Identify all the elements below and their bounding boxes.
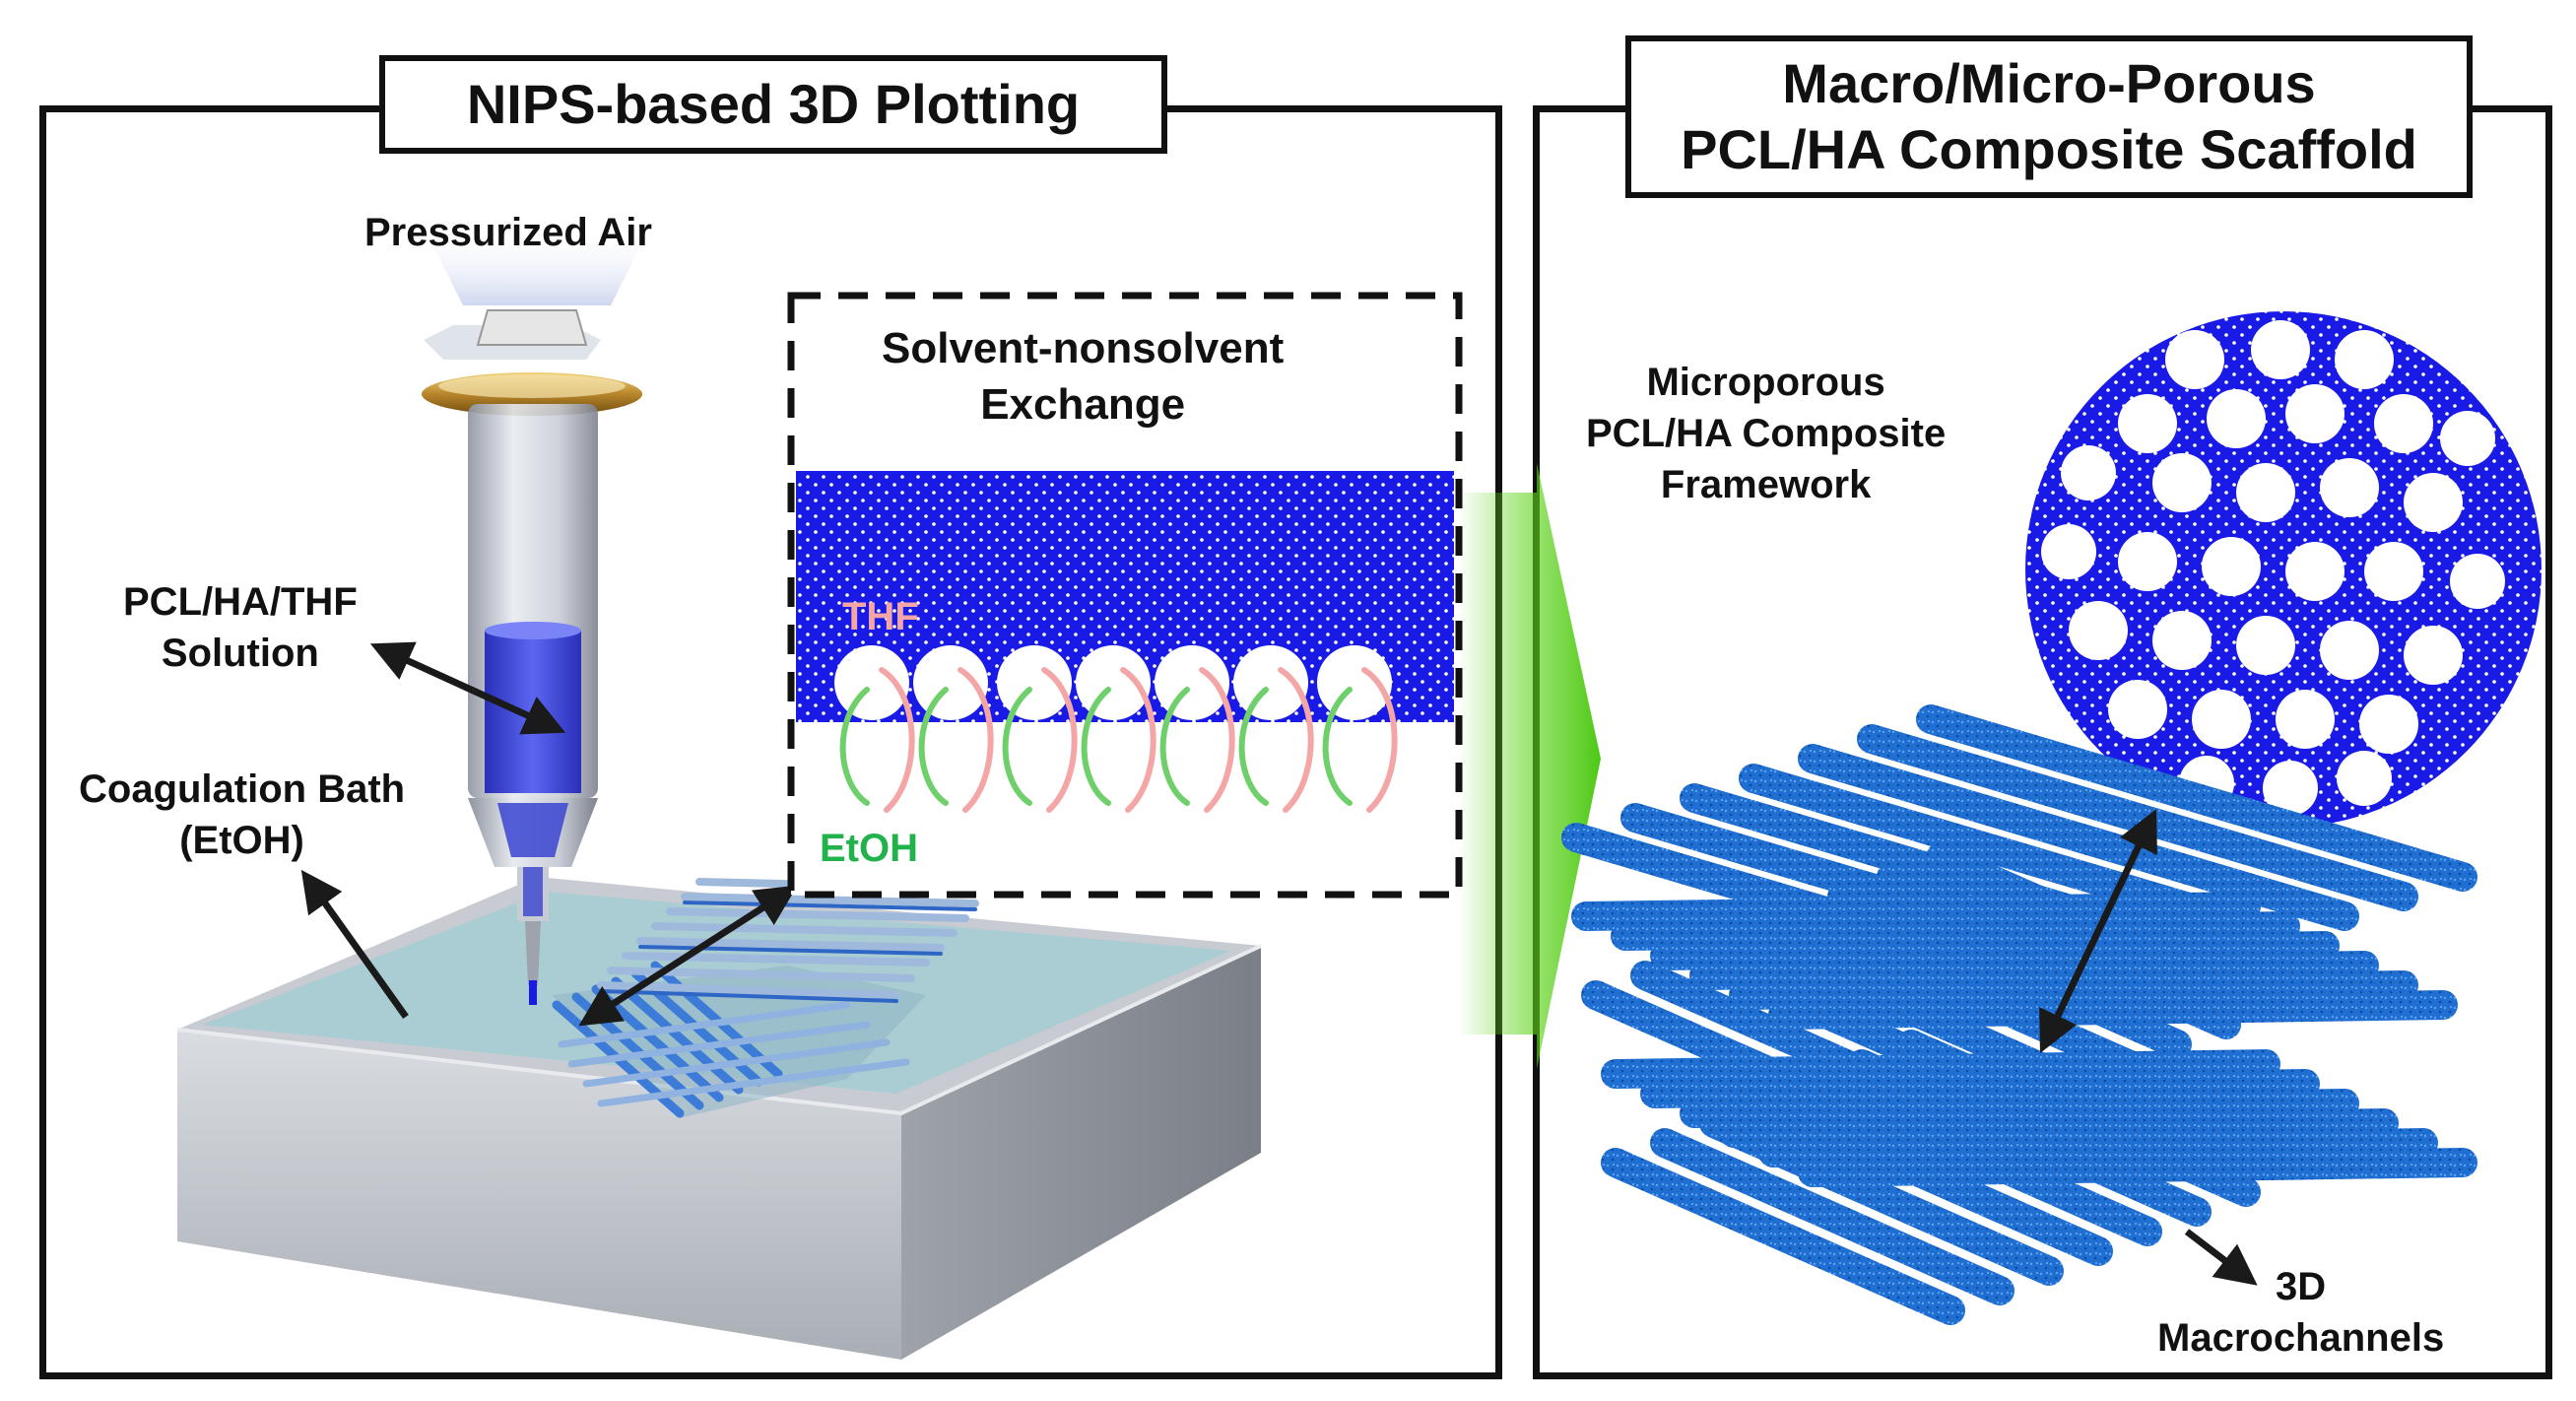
pointer-arrows-right [2039,809,2258,1286]
left-panel-title: NIPS-based 3D Plotting [379,55,1167,154]
etoh-label: EtOH [820,827,918,870]
right-title-line1: Macro/Micro-Porous [1782,52,2316,115]
scaffold-3d [1561,704,2477,1325]
framework-label-line2: PCL/HA Composite [1586,412,1947,455]
framework-label: Microporous PCL/HA Composite Framework [1586,357,1946,510]
exchange-inset [787,292,1463,899]
process-arrow [1458,463,1601,1069]
coagulation-bath-label: Coagulation Bath (EtOH) [79,764,405,866]
solution-label-line1: PCL/HA/THF [123,580,358,624]
framework-label-line1: Microporous [1646,361,1885,404]
right-panel-title: Macro/Micro-Porous PCL/HA Composite Scaf… [1625,35,2473,198]
framework-label-line3: Framework [1660,463,1872,506]
macrochannels-label: 3D Macrochannels [2157,1261,2444,1364]
macrochannels-label-line2: Macrochannels [2157,1316,2445,1360]
microporous-framework-circle [2025,311,2542,828]
inset-title-line2: Exchange [980,380,1186,430]
left-title-text: NIPS-based 3D Plotting [466,72,1081,135]
bath-label-line2: (EtOH) [179,819,304,862]
bath-label-line1: Coagulation Bath [79,767,406,811]
solution-label: PCL/HA/THF Solution [123,576,358,679]
thf-label: THF [842,595,919,638]
macrochannels-label-line1: 3D [2276,1265,2327,1308]
pressurized-air-label: Pressurized Air [364,211,652,254]
inset-title-line1: Solvent-nonsolvent [882,324,1285,372]
solution-label-line2: Solution [161,632,319,675]
pointer-arrows-left [300,641,798,1027]
right-title-line2: PCL/HA Composite Scaffold [1681,117,2417,180]
inset-title: Solvent-nonsolvent Exchange [882,320,1284,433]
